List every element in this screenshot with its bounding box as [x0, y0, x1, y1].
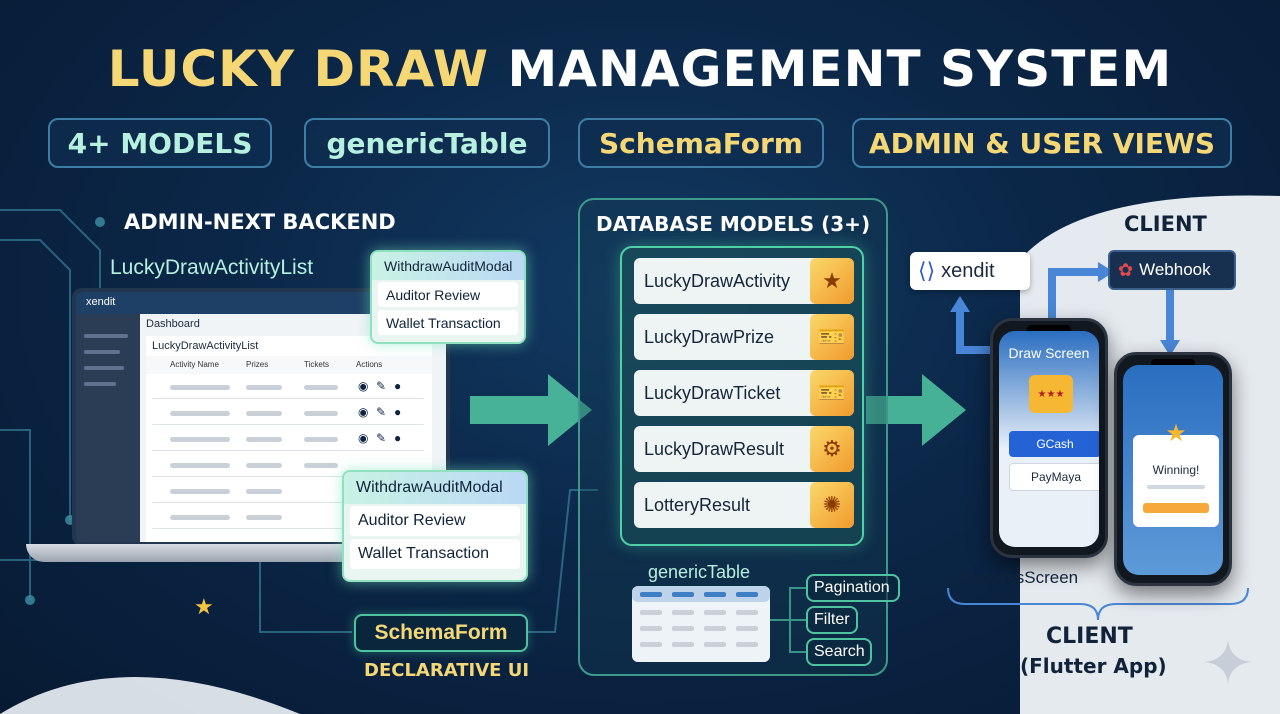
declarative-ui-label: DECLARATIVE UI	[364, 660, 530, 681]
mock-col-tickets: Tickets	[304, 360, 330, 369]
title-rest: MANAGEMENT SYSTEM	[507, 40, 1173, 98]
generic-table-label: genericTable	[648, 562, 751, 582]
draw-screen-title: Draw Screen	[1008, 345, 1090, 361]
database-gear-icon: ⚙	[810, 426, 854, 472]
mock-topbar: xendit	[76, 292, 446, 314]
winning-card: ★ Winning!	[1133, 420, 1219, 527]
pencil-icon[interactable]: ✎	[376, 431, 387, 445]
client-footer-title: CLIENT	[1046, 624, 1133, 649]
model-lucky-draw-activity: LuckyDrawActivity ★	[634, 258, 854, 304]
withdraw-audit-modal-top[interactable]: WithdrawAuditModal Auditor Review Wallet…	[370, 250, 526, 344]
model-lucky-draw-result: LuckyDrawResult ⚙	[634, 426, 854, 472]
mock-list-title: LuckyDrawActivityList	[152, 340, 259, 352]
database-heading: DATABASE MODELS (3+)	[596, 212, 871, 236]
modal-item-auditor-review[interactable]: Auditor Review	[350, 506, 520, 536]
network-icon: ✺	[810, 482, 854, 528]
pencil-icon[interactable]: ✎	[376, 379, 387, 393]
pill-schema-form: SchemaForm	[578, 118, 824, 168]
mock-sidebar	[76, 314, 140, 542]
main-title: LUCKY DRAW MANAGEMENT SYSTEM	[0, 40, 1280, 98]
ticket-icon: 🎫	[810, 370, 854, 416]
star-icon: ★	[194, 594, 214, 619]
mock-col-name: Activity Name	[170, 360, 219, 369]
person-icon[interactable]: ●	[394, 431, 402, 445]
table-row[interactable]: ◉ ✎ ●	[152, 428, 424, 451]
webhook-icon: ✿	[1118, 259, 1134, 280]
success-screen-label: SuccessScreen	[960, 568, 1079, 587]
mock-col-actions: Actions	[356, 360, 383, 369]
modal-title: WithdrawAuditModal	[344, 472, 526, 504]
title-highlight: LUCKY DRAW	[107, 40, 490, 98]
eye-icon[interactable]: ◉	[358, 379, 369, 393]
eye-icon[interactable]: ◉	[358, 405, 369, 419]
modal-item-wallet-transaction[interactable]: Wallet Transaction	[378, 310, 518, 335]
gcash-button[interactable]: GCash	[1009, 431, 1099, 457]
phone-draw-screen: Draw Screen ★★★ GCash PayMaya	[990, 318, 1108, 558]
activity-list-label: LuckyDrawActivityList	[110, 256, 314, 279]
xendit-icon: ⟨⟩	[918, 258, 936, 283]
feature-filter: Filter	[806, 606, 858, 634]
feature-search: Search	[806, 638, 872, 666]
modal-item-auditor-review[interactable]: Auditor Review	[378, 282, 518, 307]
model-lottery-result: LotteryResult ✺	[634, 482, 854, 528]
modal-title: WithdrawAuditModal	[372, 252, 524, 280]
feature-pagination: Pagination	[806, 574, 900, 602]
xendit-logo: ⟨⟩ xendit	[910, 252, 1030, 290]
person-icon[interactable]: ●	[394, 405, 402, 419]
table-row[interactable]: ◉ ✎ ●	[152, 376, 424, 399]
person-icon[interactable]: ●	[394, 379, 402, 393]
mock-dashboard: Dashboard	[146, 318, 200, 330]
admin-heading: ADMIN-NEXT BACKEND	[124, 210, 396, 234]
table-row[interactable]: ◉ ✎ ●	[152, 402, 424, 425]
webhook-box: ✿ Webhook	[1108, 250, 1236, 290]
model-lucky-draw-ticket: LuckyDrawTicket 🎫	[634, 370, 854, 416]
model-lucky-draw-prize: LuckyDrawPrize 🎫	[634, 314, 854, 360]
pill-models: 4+ MODELS	[48, 118, 272, 168]
eye-icon[interactable]: ◉	[358, 431, 369, 445]
claim-button[interactable]	[1143, 503, 1209, 513]
paymaya-button[interactable]: PayMaya	[1009, 463, 1099, 491]
pill-generic-table: genericTable	[304, 118, 550, 168]
client-footer-subtitle: (Flutter App)	[1020, 654, 1167, 678]
withdraw-audit-modal-bottom[interactable]: WithdrawAuditModal Auditor Review Wallet…	[342, 470, 528, 582]
client-heading: CLIENT	[1124, 212, 1207, 236]
generic-table-graphic	[632, 586, 770, 662]
slot-machine-icon: ★★★	[1029, 375, 1073, 413]
star-icon: ★	[810, 258, 854, 304]
mock-logo: xendit	[86, 296, 116, 308]
pill-admin-user-views: ADMIN & USER VIEWS	[852, 118, 1232, 168]
star-icon: ★	[1165, 420, 1187, 447]
winning-text: Winning!	[1152, 463, 1200, 477]
phone-success-screen: ★ Winning!	[1114, 352, 1232, 586]
schema-form-pill: SchemaForm	[354, 614, 528, 652]
ticket-icon: 🎫	[810, 314, 854, 360]
mock-col-prizes: Prizes	[246, 360, 269, 369]
pencil-icon[interactable]: ✎	[376, 405, 387, 419]
modal-item-wallet-transaction[interactable]: Wallet Transaction	[350, 539, 520, 569]
